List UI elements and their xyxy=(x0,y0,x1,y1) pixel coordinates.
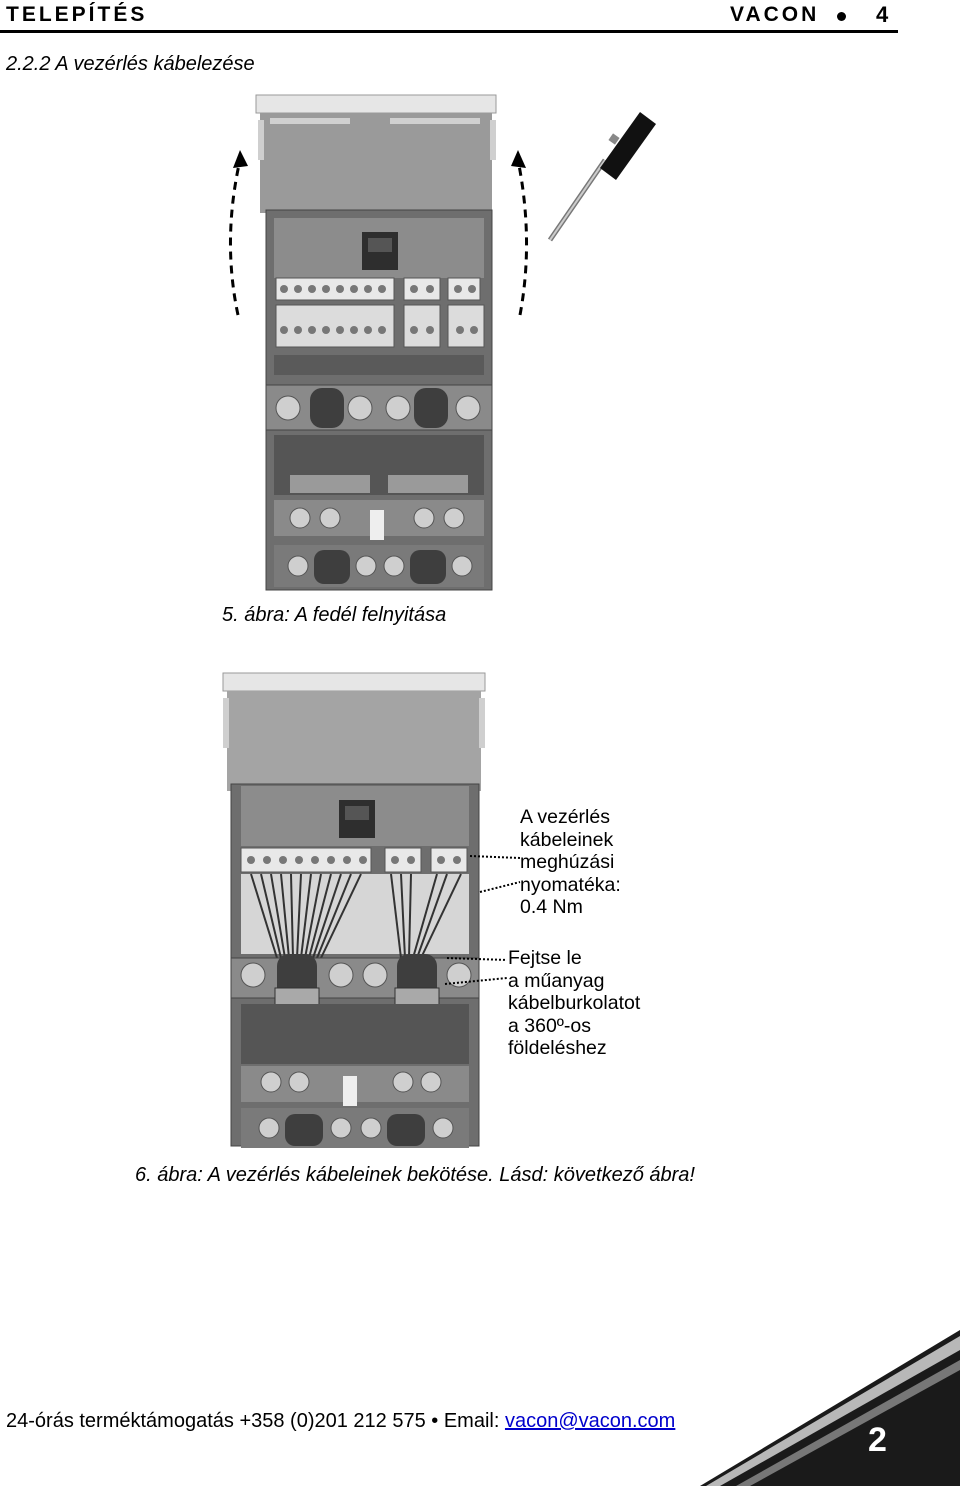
footer-support-text: 24-órás terméktámogatás +358 (0)201 212 … xyxy=(6,1410,505,1432)
callout-torque-line: kábeleinek xyxy=(520,828,614,851)
footer-email-link[interactable]: vacon@vacon.com xyxy=(504,1410,676,1432)
figure-6-caption: 6. ábra: A vezérlés kábeleinek bekötése.… xyxy=(135,1164,695,1186)
callout-strip-line: a 360º-os xyxy=(508,1014,592,1037)
callout-torque-line: A vezérlés xyxy=(520,806,610,828)
figure-5-caption: 5. ábra: A fedél felnyitása xyxy=(222,604,447,626)
section-title: 2.2.2 A vezérlés kábelezése xyxy=(6,53,255,75)
callout-torque-line: 0.4 Nm xyxy=(520,896,583,918)
callout-strip-line: földeléshez xyxy=(508,1037,607,1059)
header-section-title: TELEPÍTÉS xyxy=(6,3,148,26)
header-rule xyxy=(0,30,898,33)
callout-strip-line: kábelburkolatot xyxy=(508,992,641,1014)
callout-strip-sleeve: Fejtse le a műanyag kábelburkolatot a 36… xyxy=(508,947,640,1060)
callout-strip-line: Fejtse le xyxy=(508,947,582,969)
callout-torque-line: nyomatéka: xyxy=(520,873,621,896)
header-bullet-icon xyxy=(837,12,846,21)
header-brand: VACON xyxy=(730,3,820,26)
figure-5-drawing xyxy=(228,94,656,591)
callout-strip-line: a műanyag xyxy=(508,969,605,992)
footer-support-line: 24-órás terméktámogatás +358 (0)201 212 … xyxy=(6,1410,675,1433)
page-number: 4 xyxy=(876,2,889,27)
chapter-tab: 2 xyxy=(700,1330,960,1486)
callout-torque: A vezérlés kábeleinek meghúzási nyomaték… xyxy=(520,806,621,919)
figure-6-drawing xyxy=(222,672,521,1148)
chapter-tab-number: 2 xyxy=(868,1421,887,1459)
callout-torque-line: meghúzási xyxy=(520,851,615,873)
